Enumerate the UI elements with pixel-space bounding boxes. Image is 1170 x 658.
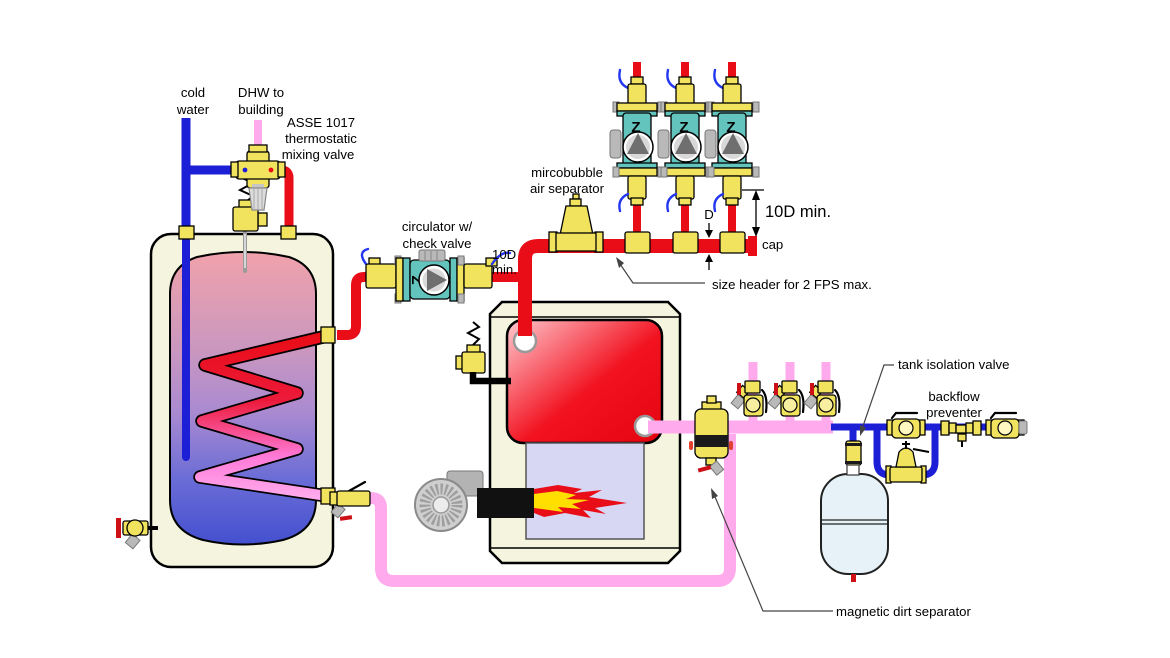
tank-trim — [116, 171, 371, 550]
svg-text:water: water — [176, 102, 210, 117]
magnetic-dirt-separator — [689, 395, 733, 476]
backflow-label: backflow — [928, 389, 980, 404]
header-note-leader — [617, 260, 705, 284]
arrow-up — [705, 254, 713, 262]
tank-supply-pipe — [337, 272, 521, 340]
zone-purge-valve-2 — [767, 380, 805, 417]
dirt-separator-label: magnetic dirt separator — [836, 604, 971, 619]
annotations: cold water DHW to building ASSE 1017 the… — [176, 85, 1010, 619]
primary-circulator: Z — [360, 247, 512, 304]
expansion-tank — [820, 473, 889, 582]
pump-letter: Z — [679, 119, 688, 136]
arrow-down — [705, 230, 713, 238]
tank-relief-valve — [232, 171, 268, 232]
circulator-label: circulator w/ — [402, 219, 473, 234]
boiler-relief-valve — [455, 321, 511, 385]
zone-circulator-2: Z — [657, 68, 713, 213]
indirect-water-heater — [149, 230, 335, 569]
impeller-arrow — [675, 133, 697, 154]
tank-isolation-valve-device — [845, 440, 862, 476]
coil-inlet-fitting — [320, 326, 336, 344]
impeller-arrow — [627, 133, 649, 154]
cold-inlet-fitting — [178, 225, 195, 240]
min-distance-small-label: 10D — [492, 247, 516, 262]
isolation-valve — [627, 175, 647, 200]
dirt-separator-leader — [712, 491, 833, 612]
zone-circulator-3: Z — [704, 68, 760, 213]
cold-water-label: cold — [181, 85, 205, 100]
svg-text:thermostatic: thermostatic — [285, 131, 357, 146]
ball-valve-left — [886, 411, 926, 439]
svg-text:min.: min. — [492, 262, 517, 277]
cap-label: cap — [762, 237, 783, 252]
svg-text:building: building — [238, 102, 283, 117]
tank-isolation-label: tank isolation valve — [898, 357, 1009, 372]
tank-isolation-leader — [861, 364, 894, 430]
header-cap — [748, 236, 757, 256]
svg-text:check valve: check valve — [403, 236, 472, 251]
burner-tube — [477, 488, 534, 518]
coil-purge-valve — [329, 480, 371, 521]
isolation-valve — [463, 263, 493, 289]
thermostatic-mixing-valve — [230, 144, 286, 211]
hot-port-dot — [268, 167, 274, 173]
pump-letter: Z — [631, 119, 640, 136]
diameter-label: D — [704, 207, 714, 222]
backflow-preventer-device — [940, 420, 982, 447]
boiler-supply-header — [518, 239, 750, 336]
header-note-label: size header for 2 FPS max. — [712, 277, 872, 292]
isolation-valve — [675, 175, 695, 200]
impeller-arrow — [427, 269, 447, 291]
pipe-end-cap — [1018, 420, 1028, 435]
hot-outlet-fitting — [280, 225, 297, 240]
isolation-valve — [365, 263, 397, 289]
pump-letter: Z — [726, 119, 735, 136]
cold-port-dot — [242, 167, 248, 173]
zone-purge-valve-1 — [730, 380, 768, 417]
flame-inner — [534, 491, 589, 512]
air-separator — [548, 193, 604, 253]
dhw-label: DHW to — [238, 85, 284, 100]
ball-valve-right — [985, 411, 1025, 439]
svg-text:mixing valve: mixing valve — [282, 147, 355, 162]
mixing-valve-label: ASSE 1017 — [287, 115, 355, 130]
isolation-valve — [722, 175, 742, 200]
boiler — [414, 300, 682, 565]
zone-purge-valve-3 — [803, 380, 841, 417]
tank-drain-valve — [116, 518, 158, 550]
svg-text:preventer: preventer — [926, 405, 982, 420]
pump-letter: Z — [408, 275, 425, 284]
fill-valve — [885, 441, 930, 484]
zone-tees — [624, 231, 746, 254]
heat-exchanger-coil — [195, 331, 332, 501]
impeller-arrow — [722, 133, 744, 154]
svg-text:air separator: air separator — [530, 181, 605, 196]
zone-circulator-1: Z — [609, 68, 665, 213]
air-separator-label: mircobubble — [531, 165, 603, 180]
min-distance-large-label: 10D min. — [765, 203, 831, 221]
tank-return-loop — [368, 434, 736, 587]
